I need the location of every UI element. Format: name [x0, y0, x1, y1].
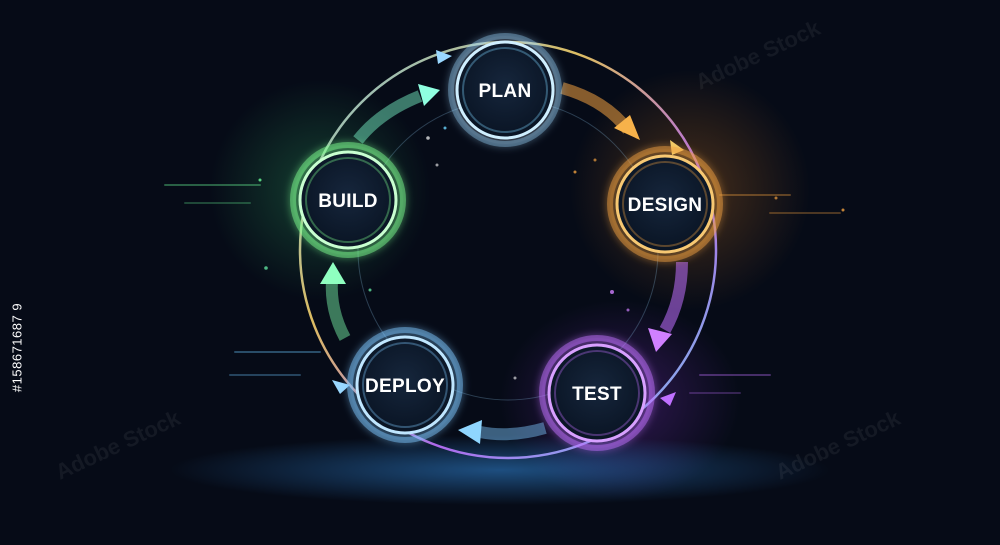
stage-label-build: BUILD — [318, 191, 378, 212]
sparkles — [258, 126, 845, 380]
stage-node-plan: PLAN — [448, 33, 562, 147]
light-streaks — [164, 184, 841, 394]
stock-image-id: #158671687 9 — [9, 302, 25, 393]
flow-arrow-design-test-head — [648, 328, 672, 352]
stage-node-build: BUILD — [290, 142, 406, 258]
stage-label-plan: PLAN — [479, 81, 532, 102]
flow-arrows — [320, 82, 688, 444]
ring-arrowhead — [660, 392, 676, 406]
stage-label-design: DESIGN — [628, 195, 703, 216]
watermark-text: Adobe Stock — [52, 405, 185, 485]
ring-arrowhead — [332, 380, 350, 394]
flow-arrow-deploy-build — [325, 279, 351, 341]
stage-label-deploy: DEPLOY — [365, 376, 445, 397]
flow-arrow-build-plan-head — [418, 84, 440, 106]
stage-node-design: DESIGN — [607, 146, 723, 262]
flow-arrow-deploy-build-head — [320, 262, 346, 284]
stage-node-deploy: DEPLOY — [347, 327, 463, 443]
flow-arrow-design-test — [659, 261, 688, 333]
ring-arrowhead — [436, 50, 452, 64]
watermark-text: Adobe Stock — [692, 15, 825, 95]
flow-arrow-test-deploy — [478, 422, 547, 441]
floor-glow — [170, 435, 830, 505]
stage-node-test: TEST — [539, 335, 655, 451]
watermark-text: Adobe Stock — [772, 405, 905, 485]
flow-arrow-plan-design-head — [614, 115, 640, 140]
flow-arrow-build-plan — [353, 90, 423, 144]
stage-label-test: TEST — [572, 384, 622, 405]
flow-arrow-test-deploy-head — [458, 420, 482, 444]
